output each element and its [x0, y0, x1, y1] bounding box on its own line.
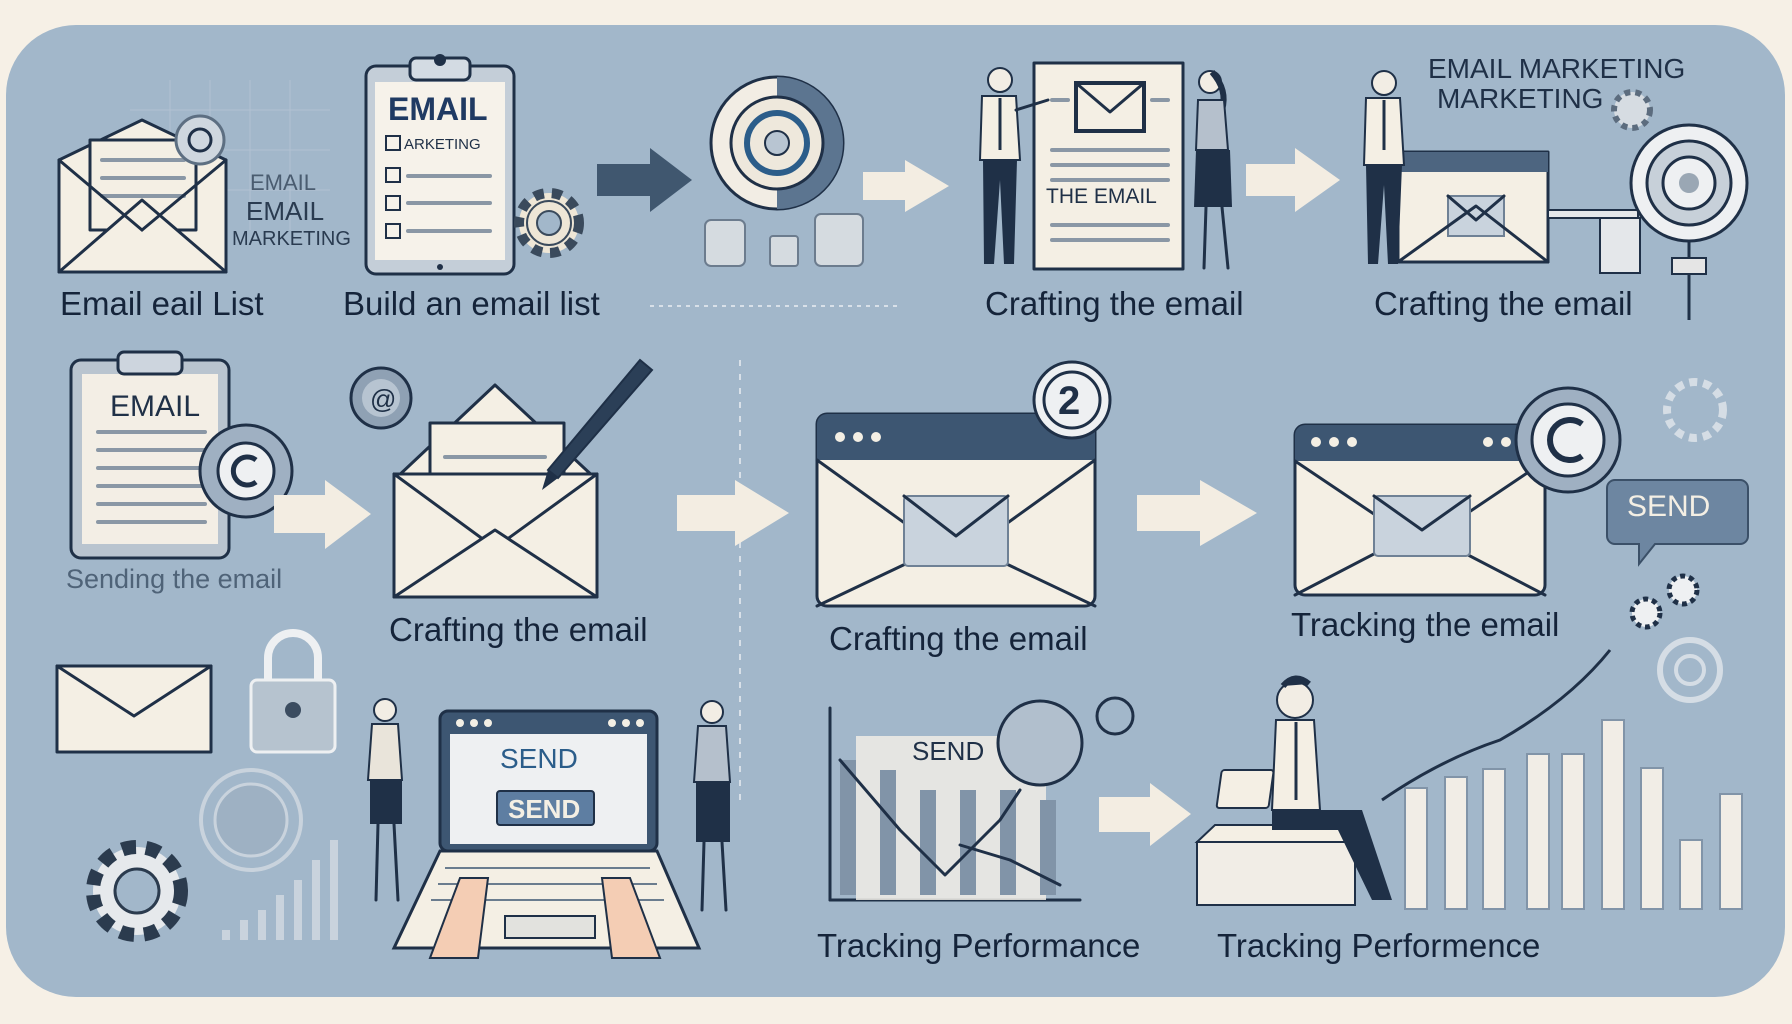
email-marketing-heading: EMAIL MARKETING [1428, 53, 1685, 84]
mini-bar-chart-icon [222, 840, 338, 940]
gear-icon [1629, 378, 1727, 630]
arrow-right-icon [1246, 148, 1340, 212]
clipboard-tablet-icon: EMAIL ARKETING [364, 54, 516, 276]
gear-icon [1611, 89, 1653, 131]
arrow-right-icon [274, 480, 371, 549]
arrow-right-dark-icon [597, 148, 692, 212]
step-label-build-email-list: Build an email list [343, 285, 600, 322]
send-button [496, 790, 595, 826]
svg-text:2: 2 [1058, 379, 1080, 423]
step-label-sending: Sending the email [66, 564, 282, 594]
step-label-tracking-performence: Tracking Performence [1217, 927, 1540, 964]
woman-figure [692, 700, 732, 912]
typing-hands-icon [428, 877, 662, 959]
laptop-icon: SEND SEND [391, 709, 702, 950]
cloud-badge-icon [996, 696, 1135, 787]
step-label-tracking-email: Tracking the email [1291, 606, 1559, 643]
step-label-email-list: Email eail List [60, 285, 264, 322]
step-label-crafting-4: Crafting the email [829, 620, 1088, 657]
search-circle-icon [1657, 637, 1723, 703]
svg-text:@: @ [370, 384, 396, 414]
step-number-badge: 2 [1032, 360, 1112, 440]
gear-icon [86, 840, 188, 942]
target-icon [709, 75, 845, 211]
copyright-circle-icon [198, 423, 294, 519]
padlock-icon [249, 629, 337, 754]
svg-text:SEND: SEND [1627, 490, 1710, 523]
target-badge-icon [174, 114, 226, 166]
arrow-right-icon [1137, 480, 1257, 546]
send-speech-bubble: SEND [1606, 479, 1749, 567]
arrow-right-icon [1099, 783, 1191, 846]
gear-icon [514, 188, 584, 258]
growth-trend-line [1381, 649, 1612, 802]
clipboard-icon: EMAIL [69, 350, 231, 560]
at-sign-icon: @ [349, 366, 413, 430]
browser-email-window-icon [1293, 423, 1547, 597]
step-label-crafting-2: Crafting the email [1374, 285, 1633, 322]
man-figure [1362, 70, 1406, 264]
email-marketing-side-text: EMAIL EMAIL MARKETING [232, 170, 351, 250]
man-with-laptop-figure [1215, 675, 1392, 900]
svg-text:SEND: SEND [508, 794, 580, 824]
envelope-icon [55, 664, 213, 754]
document-title: THE EMAIL [1046, 185, 1157, 208]
clipboard-title: EMAIL [388, 91, 488, 127]
email-document-icon: THE EMAIL [1032, 61, 1185, 271]
box-seat-icon [1194, 824, 1356, 906]
decorative-circle-icon [199, 768, 303, 872]
svg-text:ARKETING: ARKETING [404, 136, 481, 153]
copyright-circle-icon [1514, 386, 1622, 494]
desk-icon [1547, 209, 1641, 274]
envelope-with-letter-icon [392, 383, 599, 599]
growth-bar-chart-icon [1404, 719, 1743, 910]
svg-text:MARKETING: MARKETING [232, 228, 351, 250]
chart-send-text: SEND [912, 736, 984, 766]
small-app-icons [704, 213, 864, 267]
open-envelope-icon [57, 118, 228, 274]
man-figure [978, 67, 1050, 264]
arrow-right-icon [863, 160, 949, 212]
step-label-crafting-1: Crafting the email [985, 285, 1244, 322]
browser-email-window-icon [815, 412, 1097, 608]
clipboard-title: EMAIL [110, 390, 200, 423]
browser-window-icon [1396, 150, 1550, 264]
pen-icon [542, 358, 654, 490]
marketing-subheading: MARKETING [1437, 83, 1603, 114]
laptop-screen-text: SEND [500, 743, 578, 774]
svg-text:EMAIL: EMAIL [246, 196, 324, 226]
step-label-crafting-3: Crafting the email [389, 611, 648, 648]
step-label-tracking-performance: Tracking Performance [817, 927, 1140, 964]
svg-text:EMAIL: EMAIL [250, 170, 316, 195]
woman-figure [366, 698, 404, 902]
arrow-right-icon [677, 480, 789, 546]
target-on-stand-icon [1629, 123, 1749, 320]
woman-figure [1194, 70, 1232, 270]
